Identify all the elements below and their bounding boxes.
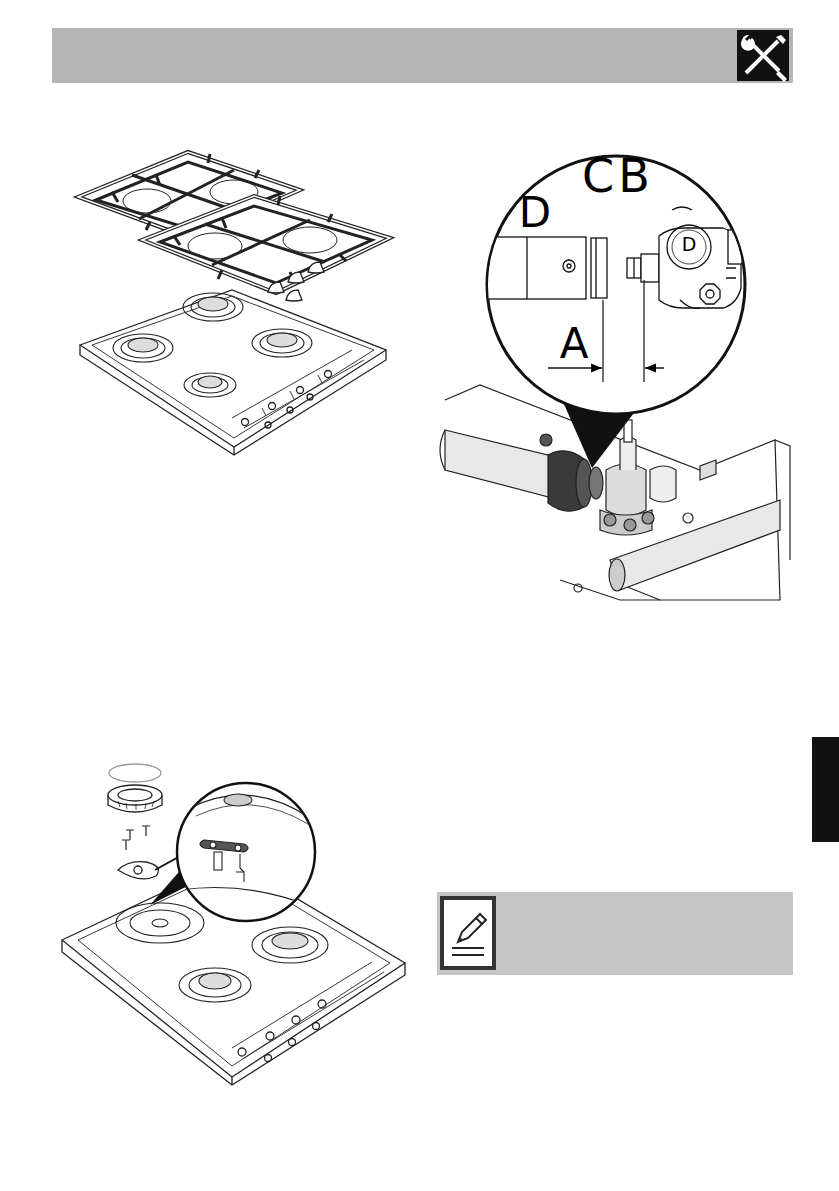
valve-assembly: [440, 385, 790, 600]
header-bar: [52, 28, 793, 83]
hob-burner-removed: [62, 764, 405, 1085]
note-icon: [440, 896, 496, 970]
valve-magnifier: [470, 156, 760, 414]
callout-letter: B: [618, 153, 650, 199]
hob-exploded: [78, 152, 390, 455]
note-box: [437, 892, 793, 975]
burner-magnifier: [177, 783, 320, 921]
callout-letter: D: [682, 235, 697, 254]
side-tab: [812, 737, 839, 842]
callout-letter: A: [560, 323, 589, 365]
callout-letter: C: [582, 153, 614, 199]
callout-letter: D: [519, 192, 551, 234]
tools-icon: [737, 30, 789, 82]
